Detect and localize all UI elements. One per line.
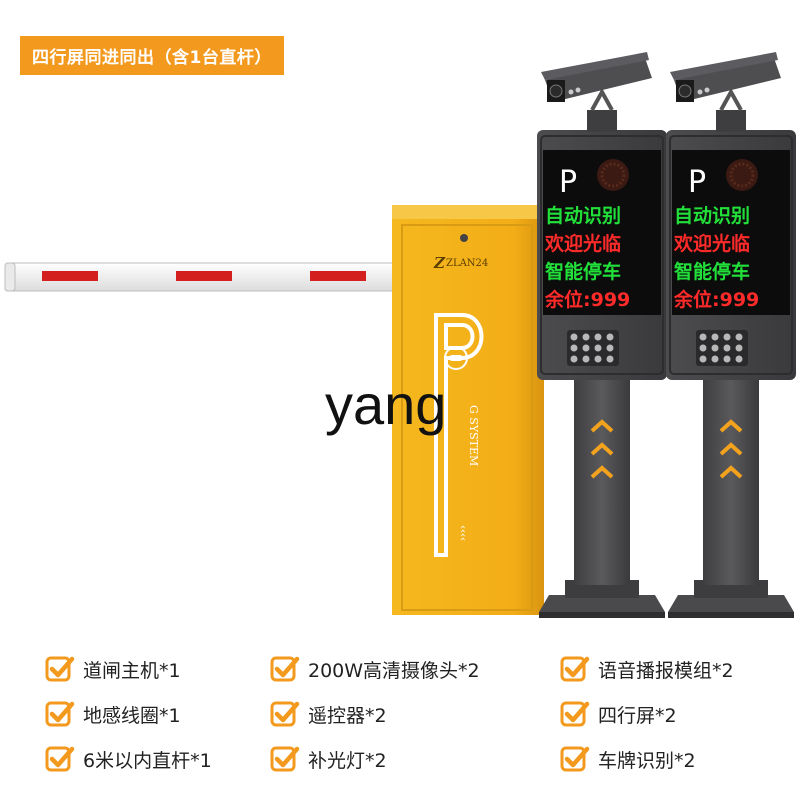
- checkmark-icon: [270, 656, 300, 682]
- svg-text:‹‹‹‹: ‹‹‹‹: [457, 525, 468, 541]
- product-banner: 四行屏同进同出（含1台直杆）: [20, 36, 284, 75]
- watermark-text: yang: [325, 373, 447, 436]
- feature-item: 车牌识别*2: [560, 744, 696, 774]
- feature-label: 6米以内直杆*1: [83, 749, 212, 772]
- feature-label: 四行屏*2: [598, 704, 677, 727]
- feature-item: 道闸主机*1: [45, 654, 181, 684]
- feature-list: 道闸主机*1 200W高清摄像头*2 语音播报模组*2 地感线圈*1 遥控器*2 四行屏*…: [0, 640, 800, 800]
- led-line-text: 自动识别: [545, 204, 621, 227]
- checkmark-icon: [45, 701, 75, 727]
- product-scene: Z ZLAN24 G SYSTEM ‹‹‹‹ P 自动识别欢迎光临智能停车余位:9…: [4, 52, 796, 618]
- boom-stripe: [310, 271, 366, 281]
- checkmark-icon: [560, 701, 590, 727]
- led-line-text: 欢迎光临: [673, 232, 750, 255]
- feature-label: 遥控器*2: [308, 704, 387, 727]
- feature-item: 四行屏*2: [560, 699, 677, 729]
- checkmark-icon: [270, 746, 300, 772]
- feature-label: 道闸主机*1: [83, 659, 181, 682]
- feature-label: 语音播报模组*2: [598, 659, 734, 682]
- checkmark-icon: [270, 701, 300, 727]
- led-line-text: 自动识别: [674, 204, 750, 227]
- feature-item: 语音播报模组*2: [560, 654, 734, 684]
- arrow-chevron-icon: [719, 442, 743, 456]
- arrow-chevron-icon: [719, 419, 743, 433]
- feature-label: 200W高清摄像头*2: [308, 659, 480, 682]
- barrier-gate-body: Z ZLAN24 G SYSTEM ‹‹‹‹: [392, 205, 544, 615]
- fill-light-panel: [567, 330, 619, 366]
- feature-item: 6米以内直杆*1: [45, 744, 212, 774]
- fill-light-panel: [696, 330, 748, 366]
- checkmark-icon: [45, 746, 75, 772]
- led-line-text: 智能停车: [545, 260, 621, 283]
- feature-item: 遥控器*2: [270, 699, 387, 729]
- parking-p-label: P: [688, 165, 706, 200]
- boom-stripe: [176, 271, 232, 281]
- svg-text:Z: Z: [433, 254, 446, 272]
- led-line-text: 欢迎光临: [544, 232, 621, 255]
- led-line-text: 余位:999: [673, 288, 759, 311]
- checkmark-icon: [45, 656, 75, 682]
- arrow-chevron-icon: [719, 465, 743, 479]
- feature-item: 200W高清摄像头*2: [270, 654, 480, 684]
- barrier-boom-arm: [4, 262, 398, 292]
- checkmark-icon: [560, 746, 590, 772]
- feature-item: 补光灯*2: [270, 744, 387, 774]
- feature-label: 补光灯*2: [308, 749, 387, 772]
- feature-label: 车牌识别*2: [598, 749, 696, 772]
- feature-label: 地感线圈*1: [83, 704, 181, 727]
- arrow-chevron-icon: [590, 419, 614, 433]
- feature-item: 地感线圈*1: [45, 699, 181, 729]
- boom-stripe: [42, 271, 98, 281]
- brand-logo-text: ZLAN24: [446, 258, 488, 269]
- parking-p-label: P: [559, 165, 577, 200]
- led-line-text: 智能停车: [674, 260, 750, 283]
- led-line-text: 余位:999: [544, 288, 630, 311]
- system-text: G SYSTEM: [467, 405, 480, 466]
- checkmark-icon: [560, 656, 590, 682]
- arrow-chevron-icon: [590, 442, 614, 456]
- arrow-chevron-icon: [590, 465, 614, 479]
